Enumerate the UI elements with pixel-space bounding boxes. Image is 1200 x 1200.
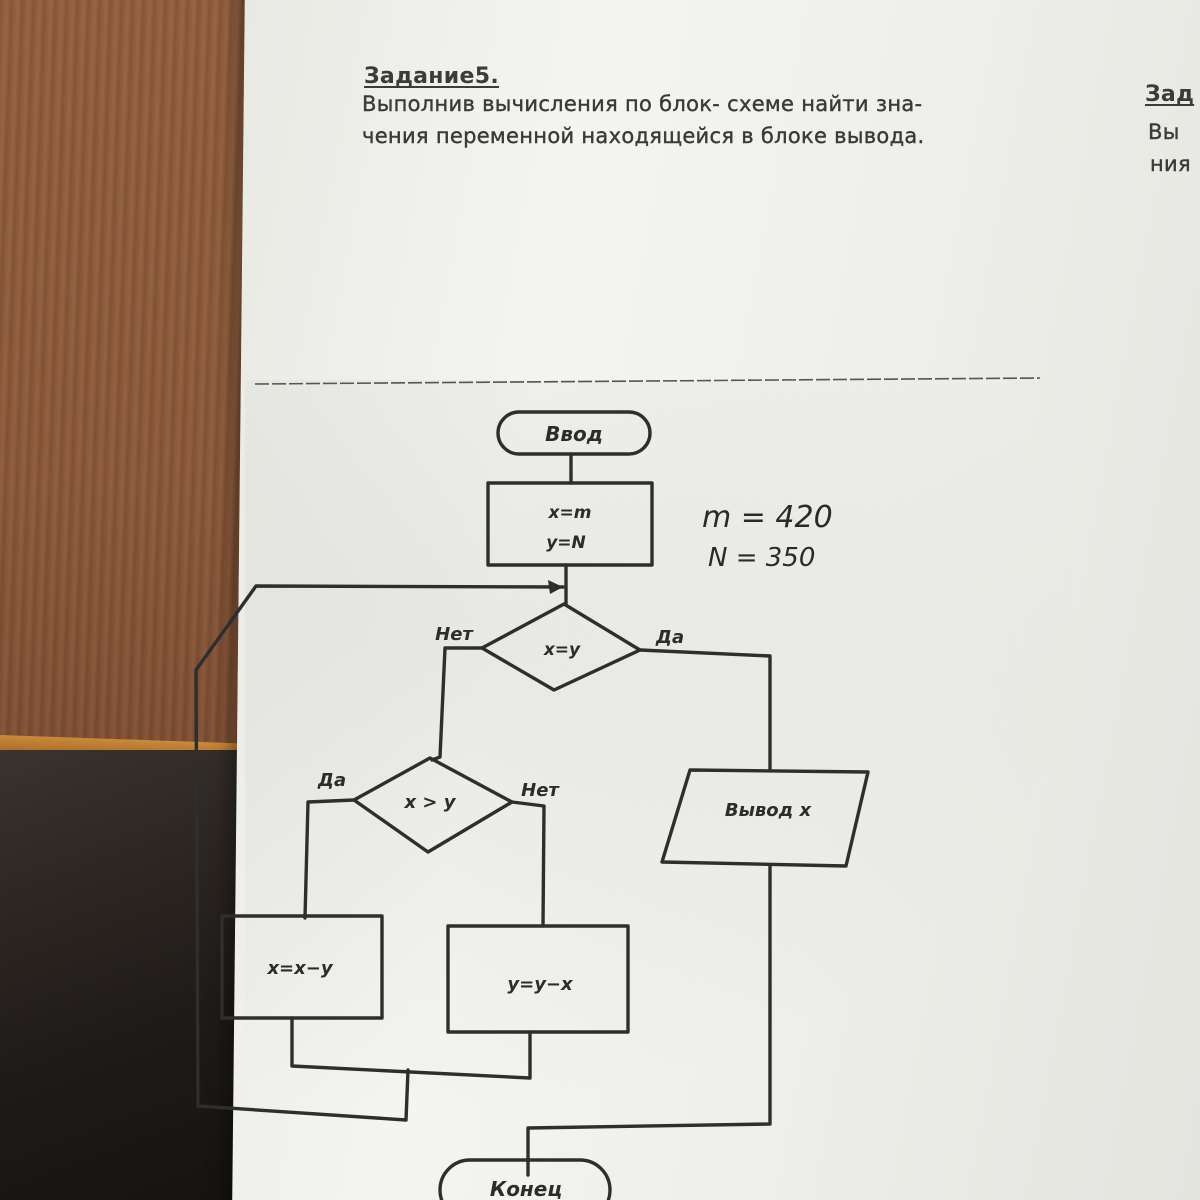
arrow-head — [548, 580, 563, 594]
decision2-yes-label: Да — [317, 770, 346, 791]
end-label: Конец — [490, 1177, 562, 1200]
connector — [512, 802, 544, 926]
decision2-no-label: Нет — [521, 780, 560, 801]
op-left-label: x=x−y — [266, 958, 333, 979]
connector — [432, 648, 482, 760]
decision1-label: x=y — [543, 640, 581, 660]
loop-back-connector — [196, 586, 563, 1120]
decision1-yes-label: Да — [655, 627, 684, 648]
connector — [292, 1018, 530, 1078]
handwritten-m-value: m = 420 — [702, 500, 833, 535]
start-label: Ввод — [545, 422, 603, 446]
decision1-no-label: Нет — [435, 624, 474, 645]
handwritten-n-value: N = 350 — [708, 543, 815, 573]
assign-x-label: x=m — [548, 503, 592, 523]
decision2-label: x > y — [404, 792, 457, 813]
connector — [528, 866, 770, 1175]
connector — [640, 650, 770, 770]
op-right-label: y=y−x — [507, 974, 574, 995]
assign-y-label: y=N — [546, 533, 586, 553]
separator-line — [255, 378, 1040, 384]
output-label: Вывод x — [725, 800, 813, 821]
connector — [305, 800, 354, 918]
